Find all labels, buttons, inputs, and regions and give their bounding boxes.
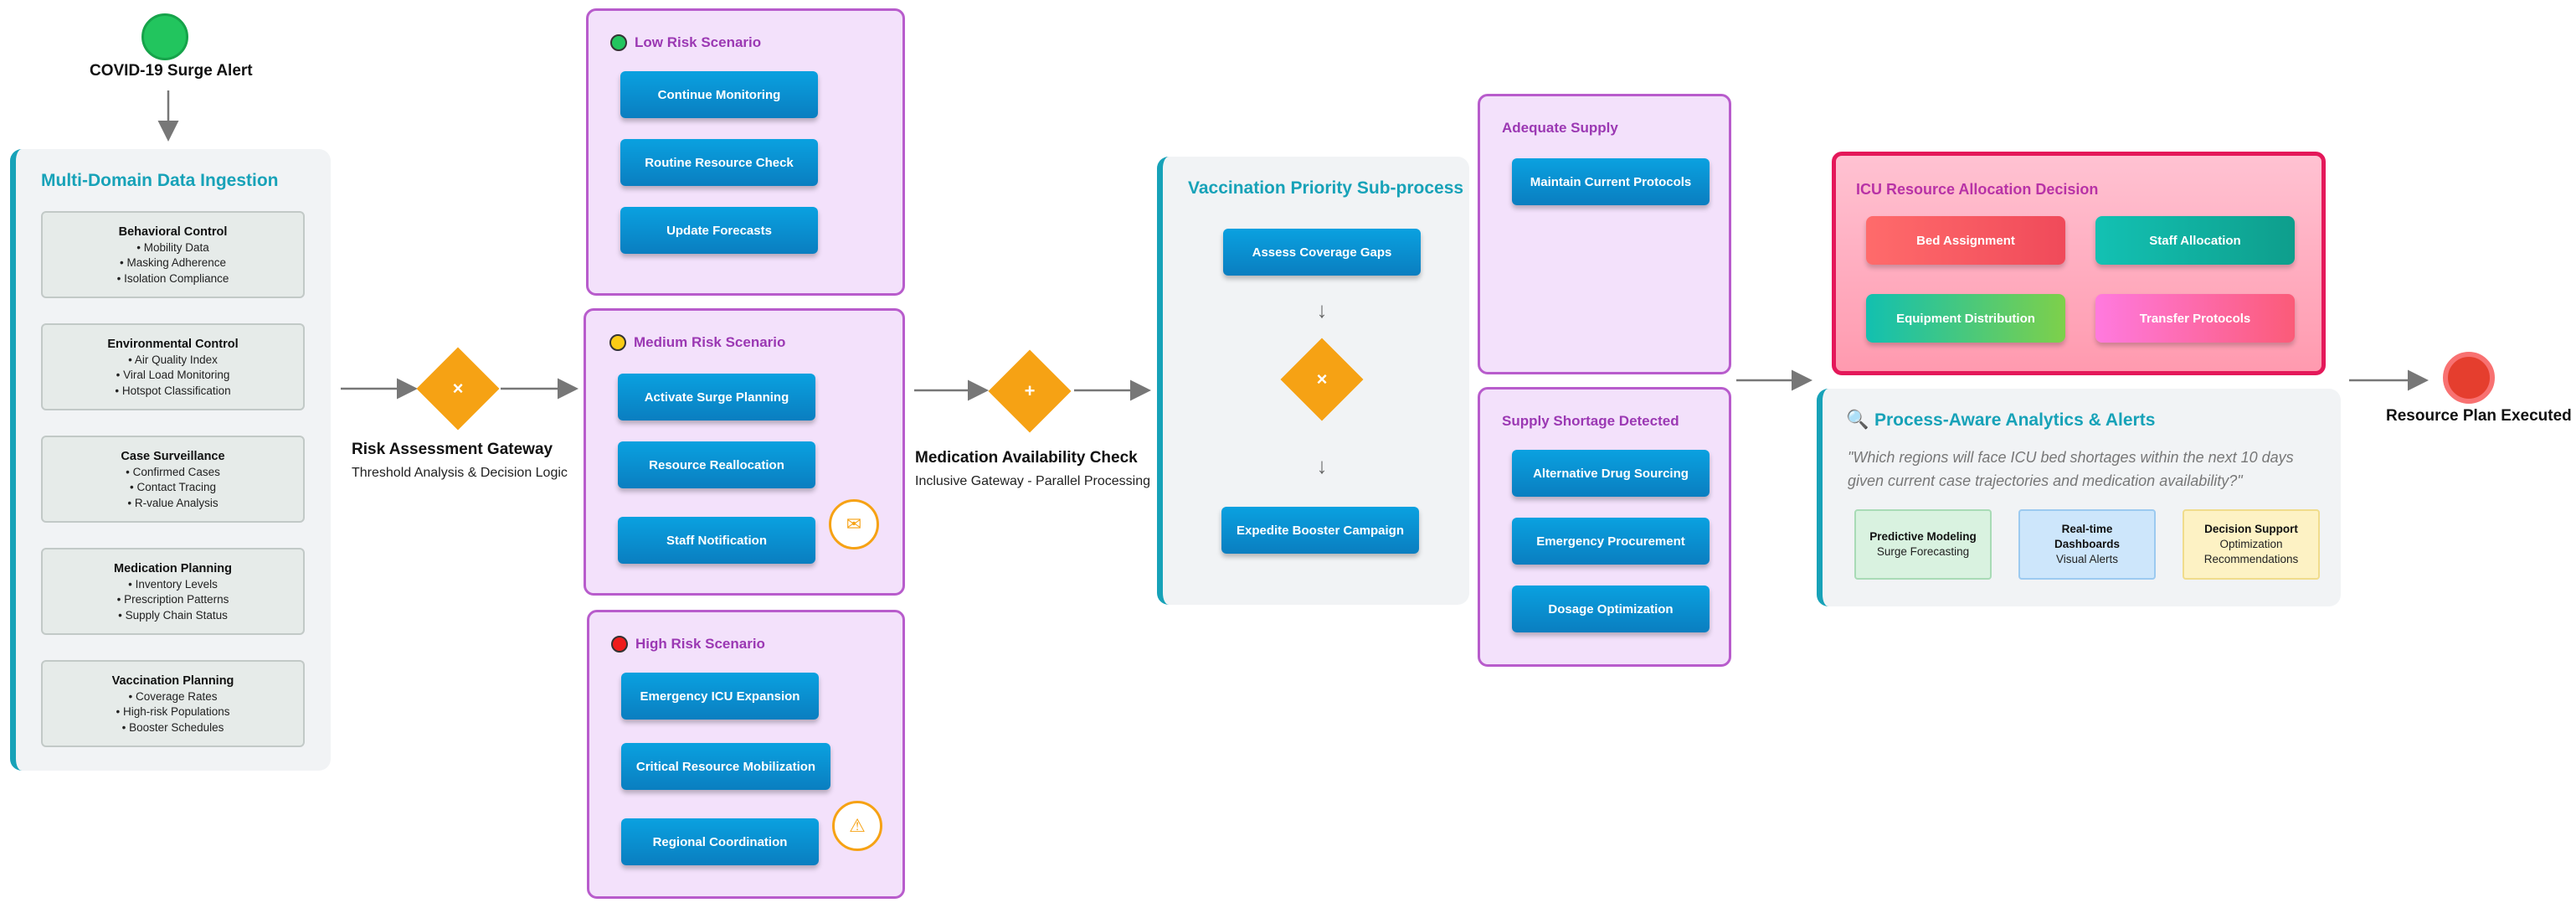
card-item: • Mobility Data xyxy=(136,240,209,254)
staff-allocation-button[interactable]: Staff Allocation xyxy=(2095,216,2295,265)
arrow-down-icon: ↓ xyxy=(1316,453,1328,478)
card-item: • Contact Tracing xyxy=(129,481,217,493)
warning-event-icon[interactable]: ⚠ xyxy=(832,801,882,851)
magnifier-icon: 🔍 xyxy=(1846,409,1869,430)
card-item: • Air Quality Index xyxy=(128,353,218,366)
transfer-protocols-button[interactable]: Transfer Protocols xyxy=(2095,294,2295,343)
scenario-title: Medium Risk Scenario xyxy=(634,334,786,350)
card-item: • Masking Adherence xyxy=(119,256,227,269)
task-emergency-procurement[interactable]: Emergency Procurement xyxy=(1512,518,1710,565)
green-status-dot xyxy=(610,34,627,51)
card-item: • Viral Load Monitoring xyxy=(116,369,230,381)
feature-title: Predictive Modeling xyxy=(1869,530,1977,543)
scenario-title: High Risk Scenario xyxy=(635,636,765,652)
decision-support-card[interactable]: Decision Support Optimization Recommenda… xyxy=(2183,509,2320,580)
feature-line: Surge Forecasting xyxy=(1876,545,1970,558)
exclusive-gateway-icon: × xyxy=(1316,369,1328,390)
end-event-label: Resource Plan Executed xyxy=(2386,407,2572,425)
card-item: • High-risk Populations xyxy=(116,705,230,718)
card-item: • Coverage Rates xyxy=(128,689,218,703)
medium-risk-scenario: Medium Risk Scenario Activate Surge Plan… xyxy=(584,308,905,596)
supply-title: Adequate Supply xyxy=(1502,120,1618,136)
realtime-dashboards-card[interactable]: Real-time Dashboards Visual Alerts xyxy=(2018,509,2156,580)
card-item: • Isolation Compliance xyxy=(116,271,229,285)
feature-line: Visual Alerts xyxy=(2055,553,2119,565)
icu-allocation-decision: ICU Resource Allocation Decision Bed Ass… xyxy=(1832,152,2326,375)
task-continue-monitoring[interactable]: Continue Monitoring xyxy=(620,71,818,118)
task-maintain-current-protocols[interactable]: Maintain Current Protocols xyxy=(1512,158,1710,205)
red-status-dot xyxy=(611,636,628,653)
card-item: • Inventory Levels xyxy=(128,577,218,591)
task-alternative-drug-sourcing[interactable]: Alternative Drug Sourcing xyxy=(1512,450,1710,497)
vaccination-subprocess-panel: Vaccination Priority Sub-process Assess … xyxy=(1157,157,1469,605)
medication-planning-card[interactable]: Medication Planning • Inventory Levels •… xyxy=(41,548,305,635)
task-update-forecasts[interactable]: Update Forecasts xyxy=(620,207,818,254)
risk-gateway-name: Risk Assessment Gateway xyxy=(352,441,553,458)
vaccination-title: Vaccination Priority Sub-process xyxy=(1188,178,1464,198)
high-risk-scenario: High Risk Scenario Emergency ICU Expansi… xyxy=(587,610,905,899)
supply-shortage-panel: Supply Shortage Detected Alternative Dru… xyxy=(1478,387,1731,667)
scenario-title: Low Risk Scenario xyxy=(635,34,762,50)
inclusive-gateway-icon: + xyxy=(1024,380,1036,401)
feature-line: Recommendations xyxy=(2203,553,2299,565)
task-regional-coordination[interactable]: Regional Coordination xyxy=(621,818,819,865)
case-surveillance-card[interactable]: Case Surveillance • Confirmed Cases • Co… xyxy=(41,436,305,523)
card-item: • Prescription Patterns xyxy=(116,593,229,606)
adequate-supply-panel: Adequate Supply Maintain Current Protoco… xyxy=(1478,94,1731,374)
task-expedite-booster-campaign[interactable]: Expedite Booster Campaign xyxy=(1221,507,1419,554)
vaccination-planning-card[interactable]: Vaccination Planning • Coverage Rates • … xyxy=(41,660,305,747)
end-event-circle[interactable] xyxy=(2443,352,2495,404)
card-title: Medication Planning xyxy=(114,562,232,575)
card-item: • Supply Chain Status xyxy=(118,608,228,622)
task-resource-reallocation[interactable]: Resource Reallocation xyxy=(618,441,815,488)
card-item: • Confirmed Cases xyxy=(126,465,220,478)
card-item: • Booster Schedules xyxy=(121,720,224,734)
equipment-distribution-button[interactable]: Equipment Distribution xyxy=(1866,294,2065,343)
bed-assignment-button[interactable]: Bed Assignment xyxy=(1866,216,2065,265)
feature-title: Decision Support xyxy=(2204,523,2298,535)
card-title: Vaccination Planning xyxy=(111,674,234,688)
task-staff-notification[interactable]: Staff Notification xyxy=(618,517,815,564)
start-event-label: COVID-19 Surge Alert xyxy=(90,62,253,80)
task-critical-resource-mobilization[interactable]: Critical Resource Mobilization xyxy=(621,743,830,790)
card-title: Behavioral Control xyxy=(118,225,228,239)
ingestion-title: Multi-Domain Data Ingestion xyxy=(41,171,279,190)
analytics-title: Process-Aware Analytics & Alerts xyxy=(1874,410,2156,430)
feature-title: Real-time Dashboards xyxy=(2054,523,2121,550)
feature-line: Optimization xyxy=(2219,538,2283,550)
card-item: • Hotspot Classification xyxy=(115,384,231,397)
card-item: • R-value Analysis xyxy=(127,496,219,509)
analytics-panel: 🔍 Process-Aware Analytics & Alerts "Whic… xyxy=(1817,389,2341,606)
task-emergency-icu-expansion[interactable]: Emergency ICU Expansion xyxy=(621,673,819,720)
yellow-status-dot xyxy=(609,334,626,351)
task-activate-surge-planning[interactable]: Activate Surge Planning xyxy=(618,374,815,420)
analytics-query: "Which regions will face ICU bed shortag… xyxy=(1848,449,2294,489)
icu-title: ICU Resource Allocation Decision xyxy=(1856,181,2099,198)
task-routine-resource-check[interactable]: Routine Resource Check xyxy=(620,139,818,186)
start-event-circle[interactable] xyxy=(141,13,188,60)
supply-title: Supply Shortage Detected xyxy=(1502,413,1679,429)
task-dosage-optimization[interactable]: Dosage Optimization xyxy=(1512,586,1710,632)
task-assess-coverage-gaps[interactable]: Assess Coverage Gaps xyxy=(1223,229,1421,276)
low-risk-scenario: Low Risk Scenario Continue Monitoring Ro… xyxy=(586,8,905,296)
card-title: Case Surveillance xyxy=(121,450,225,463)
predictive-modeling-card[interactable]: Predictive Modeling Surge Forecasting xyxy=(1854,509,1992,580)
medication-gateway-name: Medication Availability Check xyxy=(915,449,1138,467)
environmental-control-card[interactable]: Environmental Control • Air Quality Inde… xyxy=(41,323,305,410)
exclusive-gateway-icon: × xyxy=(452,378,464,399)
message-event-icon[interactable]: ✉ xyxy=(829,499,879,549)
behavioral-control-card[interactable]: Behavioral Control • Mobility Data • Mas… xyxy=(41,211,305,298)
card-title: Environmental Control xyxy=(107,338,239,351)
medication-gateway-description: Inclusive Gateway - Parallel Processing xyxy=(915,474,1151,488)
arrow-down-icon: ↓ xyxy=(1316,297,1328,322)
risk-gateway-description: Threshold Analysis & Decision Logic xyxy=(352,466,568,480)
